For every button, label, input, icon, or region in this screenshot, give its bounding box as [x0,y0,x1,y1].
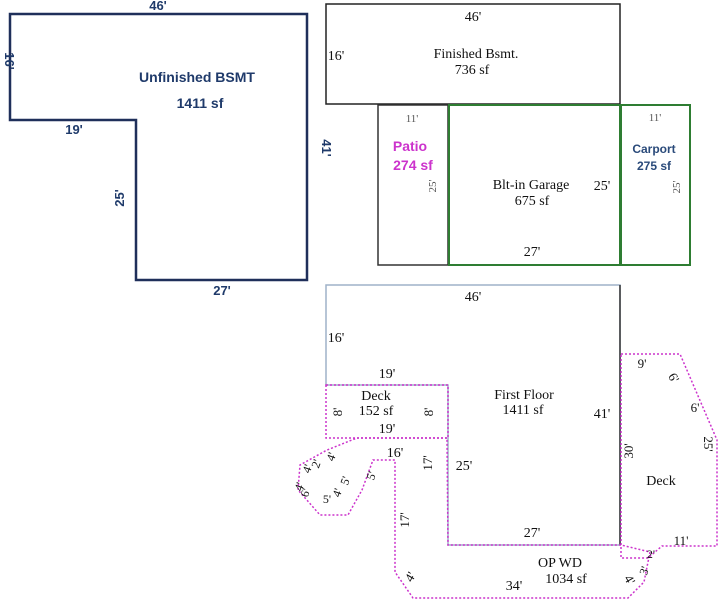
garage-name: Blt-in Garage [493,178,570,193]
op-wd-dim-right-short2: 2' [647,547,655,561]
unfinished-basement-name: Unfinished BSMT [139,69,255,85]
op-wd-dim-hex-i: 5' [363,469,379,481]
carport-dim-top: 11' [649,112,662,124]
op-wd-dim-hex-g: 4' [329,486,345,498]
garage-dim-bottom: 27' [524,245,541,260]
finished-basement-dim-left: 16' [328,49,345,64]
op-wd-outline [297,437,651,599]
first-floor-dim-right: 41' [594,407,611,422]
finished-basement-area: 736 sf [455,63,490,78]
patio-name: Patio [393,138,427,154]
first-floor-dim-bottom: 27' [524,526,541,541]
first-floor-area: 1411 sf [502,403,543,418]
first-floor-name: First Floor [494,388,554,403]
unfinished-basement: Unfinished BSMT 1411 sf 46' 16' 19' 25' … [2,0,334,298]
carport-name: Carport [632,142,675,156]
deck-left: Deck 152 sf 19' 19' 8' 8' [325,367,449,439]
deck-left-dim-right: 8' [421,408,436,417]
unfinished-basement-dim-bottom: 27' [213,283,231,298]
op-wd-area: 1034 sf [545,572,587,587]
op-wd-dim-top: 16' [387,446,404,461]
unfinished-basement-outline [8,12,309,282]
carport-outline [620,104,691,266]
op-wd-name: OP WD [538,556,582,571]
garage: Blt-in Garage 675 sf 25' 27' [448,104,621,266]
op-wd-dim-hex-a: 4' [323,450,339,462]
deck-left-dim-top: 19' [379,367,396,382]
deck-right-dim-top: 9' [638,356,647,371]
deck-left-dim-bottom: 19' [379,422,396,437]
patio-dim-top: 11' [406,113,419,125]
unfinished-basement-area: 1411 sf [177,95,224,111]
first-floor-dim-top: 46' [465,290,482,305]
op-wd-dim-inner-a: 17' [397,512,412,527]
deck-right-dim-bottom: 11' [674,533,689,548]
unfinished-basement-dim-step: 19' [65,122,83,137]
op-wd-dim-right-short: 3' [636,564,652,576]
deck-left-name: Deck [361,389,391,404]
deck-right: Deck 9' 6' 6' 30' 25' 11' [620,353,718,559]
finished-basement-name: Finished Bsmt. [434,47,519,62]
patio: Patio 274 sf 11' 25' [377,104,449,266]
deck-right-dim-right: 25' [701,436,716,451]
garage-area: 675 sf [515,194,550,209]
first-floor-dim-inner-left: 25' [456,459,473,474]
patio-area: 274 sf [393,157,433,173]
op-wd-dim-hex-f: 5' [323,492,331,506]
carport-dim-right: 25' [671,180,683,193]
deck-right-dim-edge: 6' [691,400,700,415]
op-wd-dim-diag-bl: 4' [401,569,418,584]
finished-basement: Finished Bsmt. 736 sf 46' 16' [325,3,621,105]
deck-left-dim-left: 8' [330,408,345,417]
garage-dim-right: 25' [594,179,611,194]
unfinished-basement-dim-right: 41' [319,139,334,157]
op-wd-dim-bottom: 34' [506,579,523,594]
op-wd-dim-hex-h: 5' [337,474,353,486]
first-floor-dim-left: 16' [328,331,345,346]
carport: Carport 275 sf 11' 25' [620,104,691,266]
op-wd-dim-diag-br: 4' [621,572,638,587]
deck-right-dim-diag: 6' [665,370,682,385]
unfinished-basement-dim-left: 16' [2,52,17,70]
deck-left-area: 152 sf [359,404,394,419]
deck-right-name: Deck [646,474,676,489]
patio-dim-right: 25' [427,179,439,192]
op-wd-dim-inner-b: 17' [420,455,435,470]
op-wd: OP WD 1034 sf 16' 17' 17' 4' 34' 4' 3' 2… [291,437,655,599]
finished-basement-dim-top: 46' [465,10,482,25]
unfinished-basement-dim-inner: 25' [112,189,127,207]
deck-right-dim-left: 30' [621,443,636,458]
unfinished-basement-dim-top: 46' [149,0,167,13]
carport-area: 275 sf [637,159,672,173]
